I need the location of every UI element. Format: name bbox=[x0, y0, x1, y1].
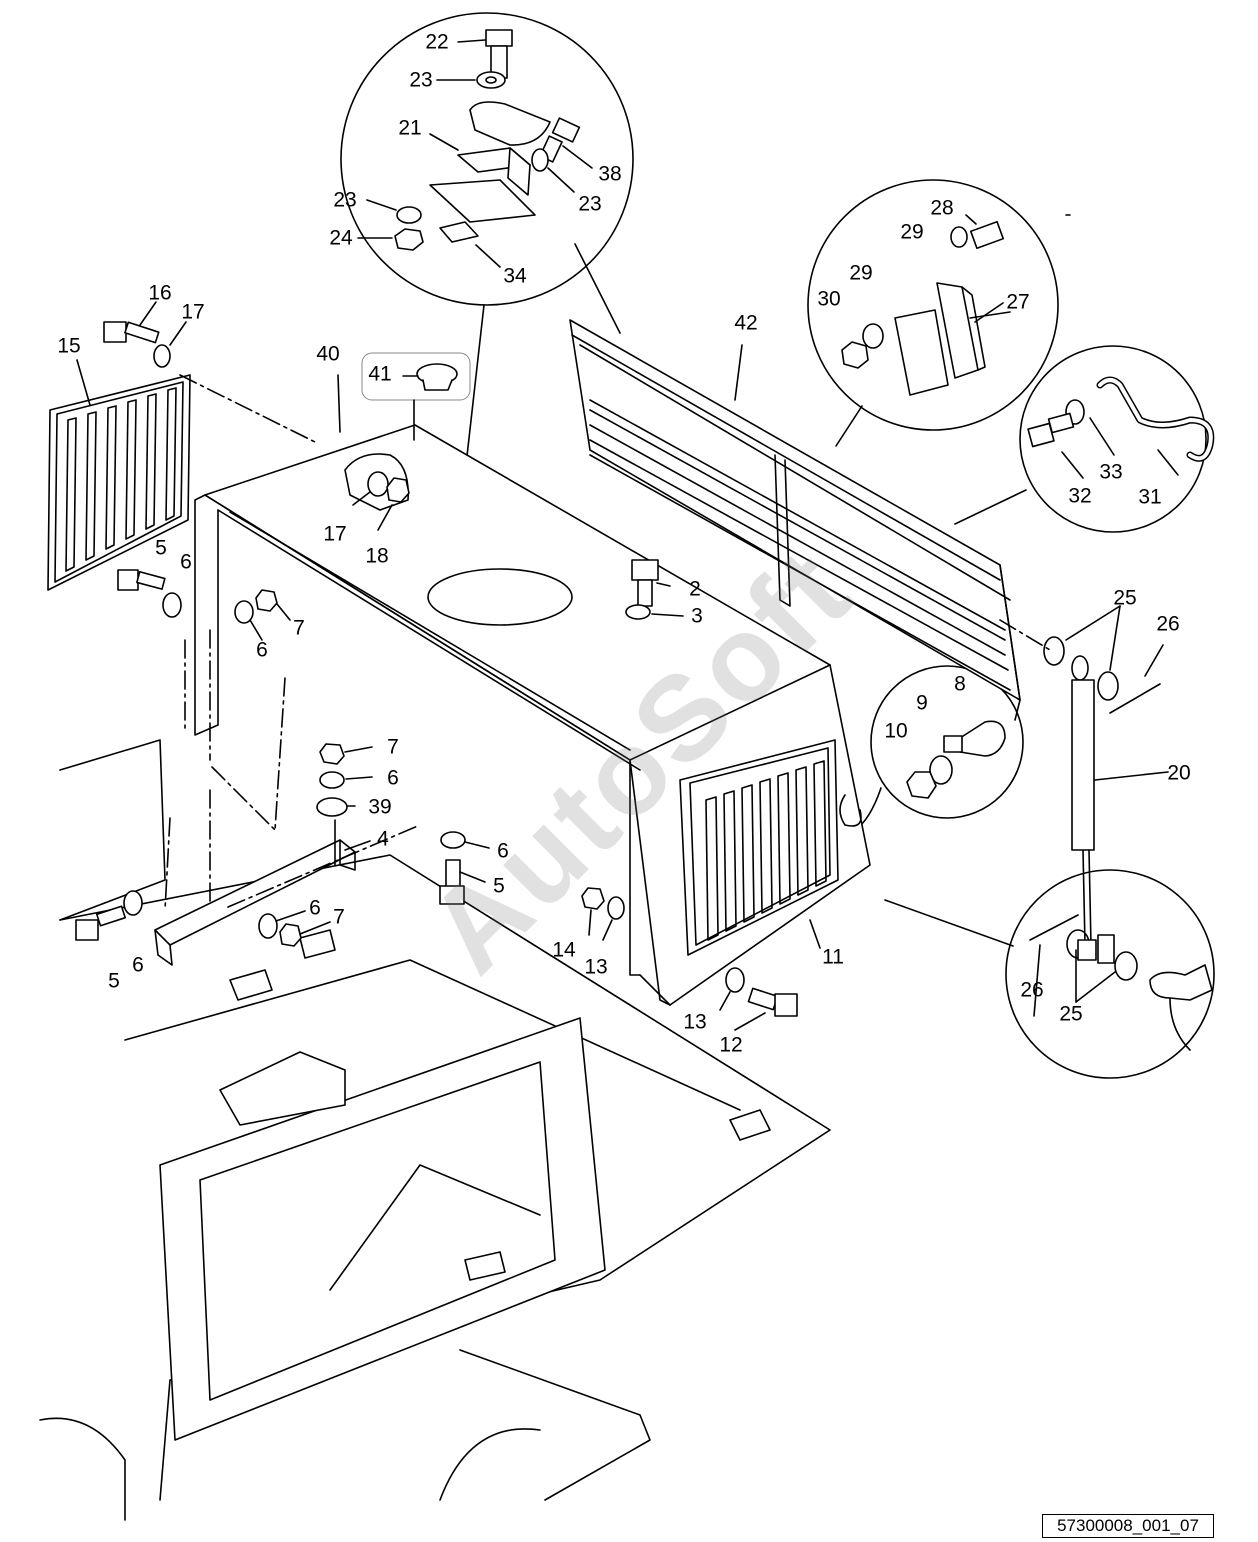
callout-28: 28 bbox=[930, 196, 954, 220]
rear-grille-panel bbox=[569, 319, 1021, 721]
callout-38: 38 bbox=[598, 162, 622, 186]
callout-20: 20 bbox=[1167, 761, 1191, 785]
callout-5: 5 bbox=[155, 536, 167, 560]
callout-21: 21 bbox=[398, 116, 422, 140]
callout-3: 3 bbox=[691, 604, 703, 628]
callout-17: 17 bbox=[323, 522, 347, 546]
latch-detail-circle bbox=[807, 179, 1059, 447]
callout-10: 10 bbox=[884, 719, 908, 743]
callout-29: 29 bbox=[900, 220, 924, 244]
fasteners bbox=[75, 214, 1179, 1031]
callout-42: 42 bbox=[734, 311, 758, 335]
callout-31: 31 bbox=[1138, 485, 1162, 509]
left-grille-panel bbox=[47, 374, 191, 591]
callout-22: 22 bbox=[425, 30, 449, 54]
callout-12: 12 bbox=[719, 1033, 743, 1057]
callout-40: 40 bbox=[316, 342, 340, 366]
callout-5: 5 bbox=[493, 874, 505, 898]
hook-detail-circle bbox=[954, 345, 1215, 533]
callout-25: 25 bbox=[1113, 586, 1137, 610]
strut-detail-circle bbox=[884, 869, 1215, 1079]
callout-6: 6 bbox=[387, 766, 399, 790]
callout-26: 26 bbox=[1020, 978, 1044, 1002]
callout-16: 16 bbox=[148, 281, 172, 305]
callout-5: 5 bbox=[108, 969, 120, 993]
callout-23: 23 bbox=[578, 192, 602, 216]
callout-4: 4 bbox=[377, 827, 389, 851]
callout-14: 14 bbox=[552, 938, 576, 962]
callout-6: 6 bbox=[497, 839, 509, 863]
callout-25: 25 bbox=[1059, 1002, 1083, 1026]
callout-41: 41 bbox=[368, 362, 392, 386]
callout-7: 7 bbox=[293, 616, 305, 640]
callout-6: 6 bbox=[132, 953, 144, 977]
callout-23: 23 bbox=[409, 68, 433, 92]
callout-33: 33 bbox=[1099, 460, 1123, 484]
bumper-detail-circle bbox=[854, 665, 1024, 831]
gas-strut bbox=[1071, 655, 1097, 961]
callout-27: 27 bbox=[1006, 290, 1030, 314]
callout-32: 32 bbox=[1068, 484, 1092, 508]
callout-17: 17 bbox=[181, 300, 205, 324]
callout-7: 7 bbox=[333, 905, 345, 929]
callout-11: 11 bbox=[822, 945, 844, 969]
hinge-detail-circle bbox=[340, 12, 634, 457]
callout-13: 13 bbox=[584, 955, 608, 979]
callout-26: 26 bbox=[1156, 612, 1180, 636]
callout-13: 13 bbox=[683, 1010, 707, 1034]
callout-15: 15 bbox=[57, 334, 81, 358]
right-grille-panel bbox=[679, 739, 839, 956]
callout-8: 8 bbox=[954, 672, 966, 696]
callout-2: 2 bbox=[689, 577, 701, 601]
callout-18: 18 bbox=[365, 544, 389, 568]
callout-29: 29 bbox=[849, 261, 873, 285]
callout-6: 6 bbox=[180, 550, 192, 574]
callout-6: 6 bbox=[256, 638, 268, 662]
callout-7: 7 bbox=[387, 735, 399, 759]
callout-34: 34 bbox=[503, 264, 527, 288]
drawing-code: 57300008_001_07 bbox=[1042, 1514, 1214, 1538]
callout-6: 6 bbox=[309, 896, 321, 920]
callout-39: 39 bbox=[368, 795, 392, 819]
callout-30: 30 bbox=[817, 287, 841, 311]
callout-24: 24 bbox=[329, 226, 353, 250]
lower-chassis bbox=[39, 739, 831, 1521]
callout-9: 9 bbox=[916, 691, 928, 715]
callout-23: 23 bbox=[333, 188, 357, 212]
